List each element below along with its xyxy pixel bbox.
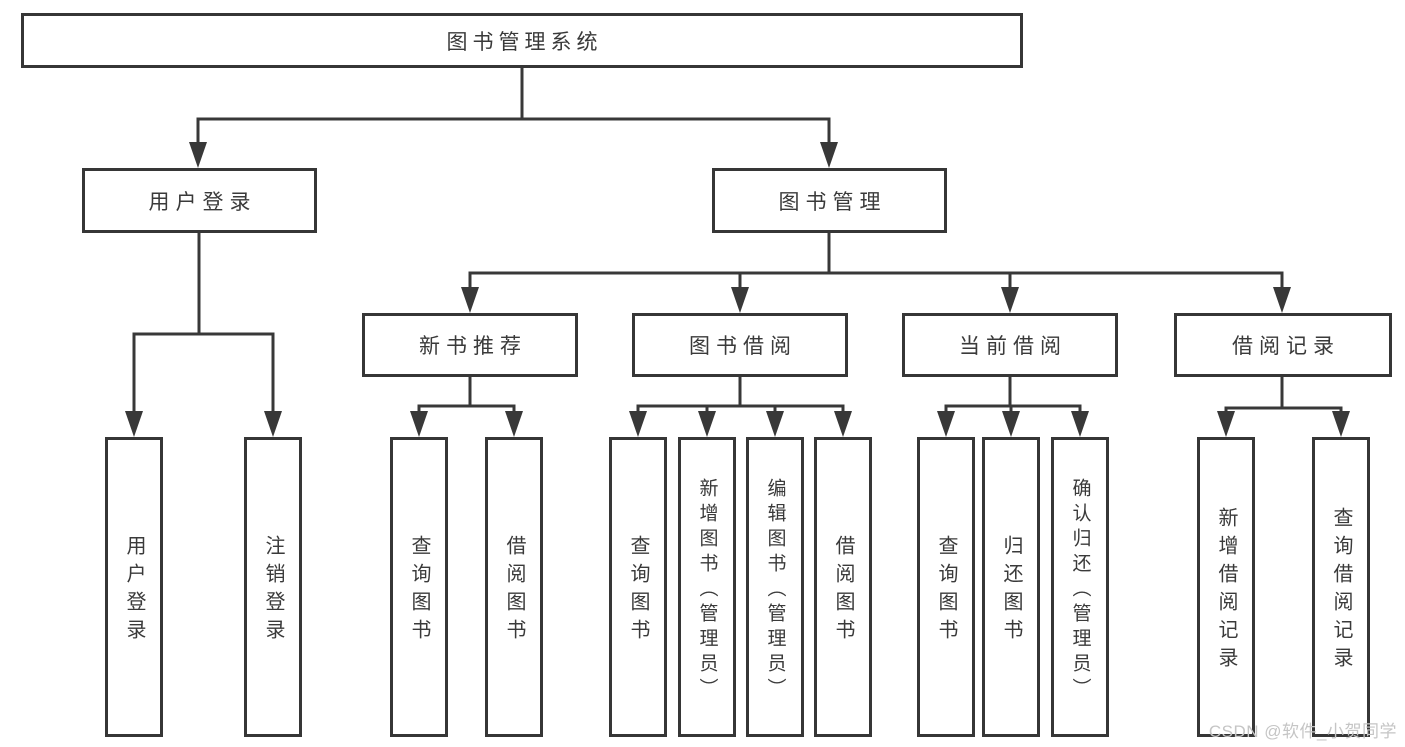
leaf-label: 查询图书 <box>935 535 957 647</box>
connector-book-borrow-to-leaves <box>636 377 845 415</box>
leaf-confirm-return-admin: 确认归还（管理员） <box>1051 437 1109 737</box>
leaf-logout-login: 注销登录 <box>244 437 302 737</box>
node-label: 新书推荐 <box>419 335 527 358</box>
node-new-book-recommend: 新书推荐 <box>362 313 578 377</box>
leaf-borrow-books-recommend: 借阅图书 <box>485 437 543 737</box>
arrow-down-icon <box>731 287 749 313</box>
arrow-down-icon <box>1217 411 1235 437</box>
node-label: 借阅记录 <box>1232 335 1340 358</box>
connector-new-book-to-leaves <box>417 377 516 415</box>
leaf-query-books-current: 查询图书 <box>917 437 975 737</box>
arrow-down-icon <box>505 411 523 437</box>
leaf-return-books: 归还图书 <box>982 437 1040 737</box>
leaf-label: 注销登录 <box>262 535 284 647</box>
node-label: 用户登录 <box>148 190 257 214</box>
node-label: 当前借阅 <box>959 335 1067 358</box>
leaf-label: 新增借阅记录 <box>1215 507 1237 675</box>
leaf-label: 编辑图书（管理员） <box>764 477 786 703</box>
leaf-query-borrow-record: 查询借阅记录 <box>1312 437 1370 737</box>
node-book-borrow: 图书借阅 <box>632 313 848 377</box>
connector-current-borrow-to-leaves <box>944 377 1082 415</box>
leaf-label: 查询借阅记录 <box>1330 507 1352 675</box>
leaf-label: 新增图书（管理员） <box>696 477 718 703</box>
node-label: 图书管理 <box>778 190 887 214</box>
arrow-down-icon <box>1071 411 1089 437</box>
leaf-borrow-books-borrow: 借阅图书 <box>814 437 872 737</box>
arrow-down-icon <box>461 287 479 313</box>
arrow-down-icon <box>766 411 784 437</box>
leaf-user-login: 用户登录 <box>105 437 163 737</box>
arrow-down-icon <box>820 142 838 168</box>
node-label: 图书管理系统 <box>446 30 603 54</box>
leaf-label: 查询图书 <box>408 535 430 647</box>
arrow-down-icon <box>189 142 207 168</box>
node-label: 图书借阅 <box>689 335 797 358</box>
leaf-add-books-admin: 新增图书（管理员） <box>678 437 736 737</box>
connector-root-to-level1 <box>196 68 831 146</box>
arrow-down-icon <box>629 411 647 437</box>
node-borrow-records: 借阅记录 <box>1174 313 1392 377</box>
leaf-label: 查询图书 <box>627 535 649 647</box>
leaf-label: 用户登录 <box>123 535 145 647</box>
connector-user-login-to-leaves <box>132 233 275 415</box>
csdn-watermark: CSDN @软件_小贺同学 <box>1208 722 1397 741</box>
arrow-down-icon <box>834 411 852 437</box>
leaf-label: 归还图书 <box>1000 535 1022 647</box>
leaf-label: 确认归还（管理员） <box>1069 477 1091 703</box>
leaf-edit-books-admin: 编辑图书（管理员） <box>746 437 804 737</box>
leaf-add-borrow-record: 新增借阅记录 <box>1197 437 1255 737</box>
arrow-down-icon <box>125 411 143 437</box>
node-book-management: 图书管理 <box>712 168 947 233</box>
leaf-query-books-recommend: 查询图书 <box>390 437 448 737</box>
arrow-down-icon <box>264 411 282 437</box>
leaf-query-books-borrow: 查询图书 <box>609 437 667 737</box>
leaf-label: 借阅图书 <box>503 535 525 647</box>
arrow-down-icon <box>937 411 955 437</box>
arrow-down-icon <box>410 411 428 437</box>
connector-borrow-record-to-leaves <box>1224 377 1343 415</box>
leaf-label: 借阅图书 <box>832 535 854 647</box>
node-root: 图书管理系统 <box>21 13 1023 68</box>
arrow-down-icon <box>1001 287 1019 313</box>
node-current-borrow: 当前借阅 <box>902 313 1118 377</box>
arrow-down-icon <box>1332 411 1350 437</box>
arrow-down-icon <box>1002 411 1020 437</box>
arrow-down-icon <box>698 411 716 437</box>
node-user-login: 用户登录 <box>82 168 317 233</box>
connector-book-management-to-level2 <box>468 233 1284 291</box>
arrow-down-icon <box>1273 287 1291 313</box>
